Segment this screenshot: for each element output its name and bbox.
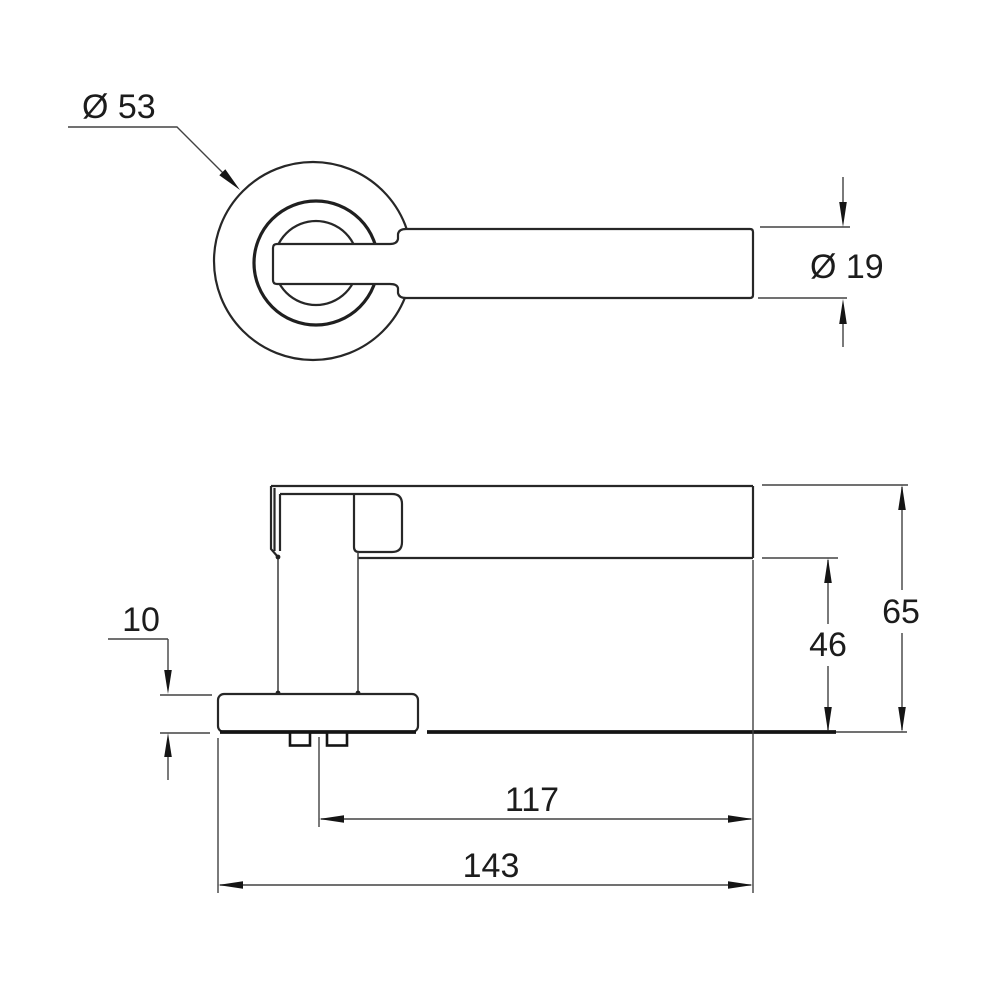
- leader-arrowhead: [219, 169, 240, 190]
- arrowhead-right: [728, 881, 753, 889]
- arrowhead-up: [839, 299, 847, 324]
- dim-rose-thickness: 10: [108, 601, 212, 780]
- arrowhead-up: [824, 558, 832, 583]
- dim-label-lever-bar-diameter: Ø 19: [810, 248, 884, 286]
- dim-underside-height: 46: [762, 557, 847, 732]
- dim-overall-length: 143: [217, 738, 753, 893]
- grip-endcap-outer: [269, 486, 279, 558]
- dim-label-length-from-centre: 117: [505, 781, 559, 819]
- vertex-dot: [275, 554, 281, 560]
- elbow-joint: [280, 492, 404, 554]
- dim-rose-diameter: Ø 53: [68, 88, 240, 190]
- dim-length-from-centre: 117: [318, 737, 753, 827]
- rose-plate: [216, 692, 420, 734]
- front-view: Ø 53 Ø 19: [68, 88, 884, 362]
- arrowhead-down: [164, 670, 172, 694]
- arrowhead-right: [728, 815, 753, 823]
- arrowhead-left: [319, 815, 344, 823]
- arrowhead-down: [824, 707, 832, 732]
- dim-label-rose-thickness: 10: [122, 601, 160, 639]
- fixing-lug-right: [325, 731, 349, 747]
- arrowhead-up: [898, 485, 906, 510]
- dim-label-underside-height: 46: [809, 626, 847, 664]
- dim-label-overall-length: 143: [463, 847, 520, 885]
- leader-line: [68, 126, 235, 185]
- side-view: 10 46 65: [108, 484, 920, 893]
- arrowhead-down: [839, 202, 847, 227]
- arrowhead-down: [898, 707, 906, 732]
- fixing-lug-left: [288, 731, 312, 747]
- lever-bar-front: [271, 227, 755, 300]
- dim-lever-bar-diameter: Ø 19: [758, 177, 884, 347]
- arrowhead-up: [164, 733, 172, 757]
- dim-label-rose-diameter: Ø 53: [82, 88, 156, 126]
- dim-overall-projection: 65: [762, 484, 920, 732]
- dim-label-overall-projection: 65: [882, 593, 920, 631]
- arrowhead-left: [218, 881, 243, 889]
